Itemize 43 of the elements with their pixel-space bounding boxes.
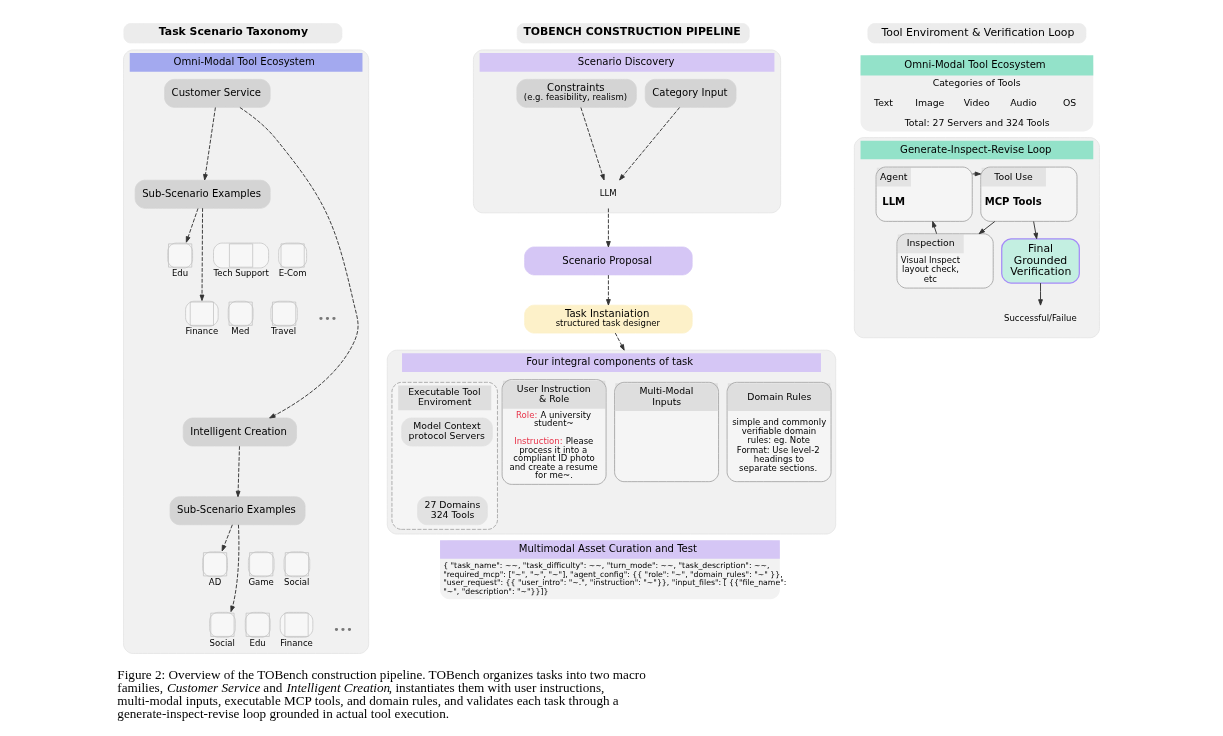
node-label: Tech Support — [213, 268, 269, 279]
node-box: Constraints (e.g. feasibility, realism) — [516, 79, 637, 108]
node-label: Travel — [270, 326, 297, 337]
arrow — [230, 524, 240, 613]
arrow — [1038, 282, 1043, 306]
node-box: Customer Service — [164, 79, 271, 108]
arrow — [978, 221, 996, 235]
node-label: Med — [231, 326, 250, 337]
node-box: Intelligent Creation — [182, 417, 297, 447]
node-label: Game — [248, 577, 274, 588]
arrow — [199, 207, 205, 301]
arrow — [606, 274, 611, 306]
node-label: Edu — [249, 637, 266, 648]
node-box: Scenario Proposal — [524, 246, 693, 276]
node-label: Finance — [185, 326, 219, 337]
arrow — [239, 107, 359, 419]
arrow — [221, 524, 233, 552]
node-text: Successful/Failue — [1004, 313, 1077, 324]
node-box: Final Grounded Verification — [1001, 238, 1080, 284]
node-text: LLM — [599, 188, 617, 199]
node-label: Edu — [172, 268, 189, 279]
arrow — [614, 332, 625, 351]
node-label: Social — [209, 637, 235, 648]
node-box: Task Instaniation structured task designer — [524, 304, 693, 334]
node-box: Sub-Scenario Examples — [169, 496, 306, 526]
node-label: AD — [208, 577, 222, 588]
caption: Figure 2: Overview of the TOBench construction pipeline. TOBench organizes tasks into two macro families, Customer Service and Intelligent Creation, instantiates them with user instructions, multi-modal inputs, executable MCP tools, and domain rules, and validates each task through a generate-inspect-revise loop grounded in actual tool execution. — [117, 666, 646, 722]
node-label: Finance — [280, 637, 313, 648]
label: ••• — [317, 311, 338, 325]
arrow — [185, 208, 199, 243]
arrow — [235, 445, 241, 498]
arrow — [1033, 221, 1039, 240]
arrow — [580, 107, 605, 181]
label: ••• — [333, 623, 353, 637]
node-box: Sub-Scenario Examples — [134, 179, 271, 209]
arrow — [203, 107, 216, 181]
node-box: Category Input — [644, 79, 737, 108]
node-label: E-Com — [278, 268, 307, 279]
arrow — [932, 221, 938, 235]
node-label: Social — [284, 577, 310, 588]
arrow — [619, 107, 680, 181]
arrow — [971, 171, 982, 177]
arrow — [606, 208, 611, 248]
